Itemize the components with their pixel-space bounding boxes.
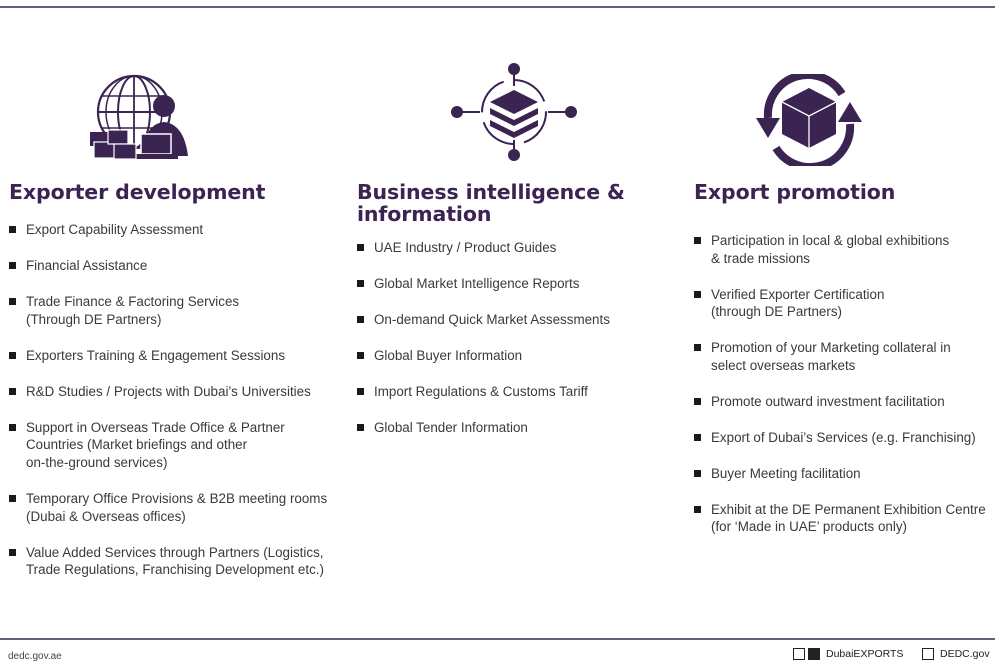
social-group-2[interactable]: DEDC.gov: [922, 648, 990, 660]
list-item: Financial Assistance: [9, 257, 369, 275]
list-item: Global Buyer Information: [357, 347, 657, 365]
top-divider: [0, 6, 995, 8]
list-item: Promote outward investment facilitation: [694, 393, 994, 411]
list-item: Import Regulations & Customs Tariff: [357, 383, 657, 401]
social-group-1[interactable]: DubaiEXPORTS: [793, 648, 903, 660]
social-handle: DEDC.gov: [940, 648, 990, 660]
social-handle: DubaiEXPORTS: [826, 648, 904, 660]
list-item: UAE Industry / Product Guides: [357, 239, 657, 257]
box-cycle-arrows-icon: [756, 74, 862, 166]
facebook-icon: [922, 648, 934, 660]
bottom-divider: [0, 638, 995, 640]
service-list: UAE Industry / Product Guides Global Mar…: [357, 239, 657, 437]
list-item: Promotion of your Marketing collateral i…: [694, 339, 994, 374]
data-layers-network-icon: [451, 63, 577, 161]
list-item: Participation in local & global exhibiti…: [694, 232, 994, 267]
section-title: Export promotion: [694, 180, 896, 204]
list-item: Exhibit at the DE Permanent Exhibition C…: [694, 501, 994, 536]
business-intelligence-column: Business intelligence & information UAE …: [357, 181, 657, 456]
list-item: Verified Exporter Certification (through…: [694, 286, 994, 321]
export-promotion-column: Export promotion Participation in local …: [694, 181, 994, 554]
list-item: Export of Dubai’s Services (e.g. Franchi…: [694, 429, 994, 447]
exporter-development-column: Exporter development Export Capability A…: [9, 181, 369, 597]
list-item: R&D Studies / Projects with Dubai’s Univ…: [9, 383, 369, 401]
list-item: Exporters Training & Engagement Sessions: [9, 347, 369, 365]
globe-person-laptop-icon: [90, 74, 188, 160]
twitter-icon: [808, 648, 820, 660]
list-item: Support in Overseas Trade Office & Partn…: [9, 419, 369, 472]
service-list: Export Capability Assessment Financial A…: [9, 221, 369, 579]
list-item: Temporary Office Provisions & B2B meetin…: [9, 490, 369, 525]
instagram-icon: [793, 648, 805, 660]
list-item: On-demand Quick Market Assessments: [357, 311, 657, 329]
section-title: Exporter development: [9, 180, 266, 204]
list-item: Buyer Meeting facilitation: [694, 465, 994, 483]
list-item: Value Added Services through Partners (L…: [9, 544, 369, 579]
list-item: Global Tender Information: [357, 419, 657, 437]
website-url[interactable]: dedc.gov.ae: [8, 651, 62, 662]
list-item: Trade Finance & Factoring Services (Thro…: [9, 293, 369, 328]
section-title: Business intelligence & information: [357, 180, 625, 226]
list-item: Export Capability Assessment: [9, 221, 369, 239]
service-list: Participation in local & global exhibiti…: [694, 232, 994, 536]
list-item: Global Market Intelligence Reports: [357, 275, 657, 293]
